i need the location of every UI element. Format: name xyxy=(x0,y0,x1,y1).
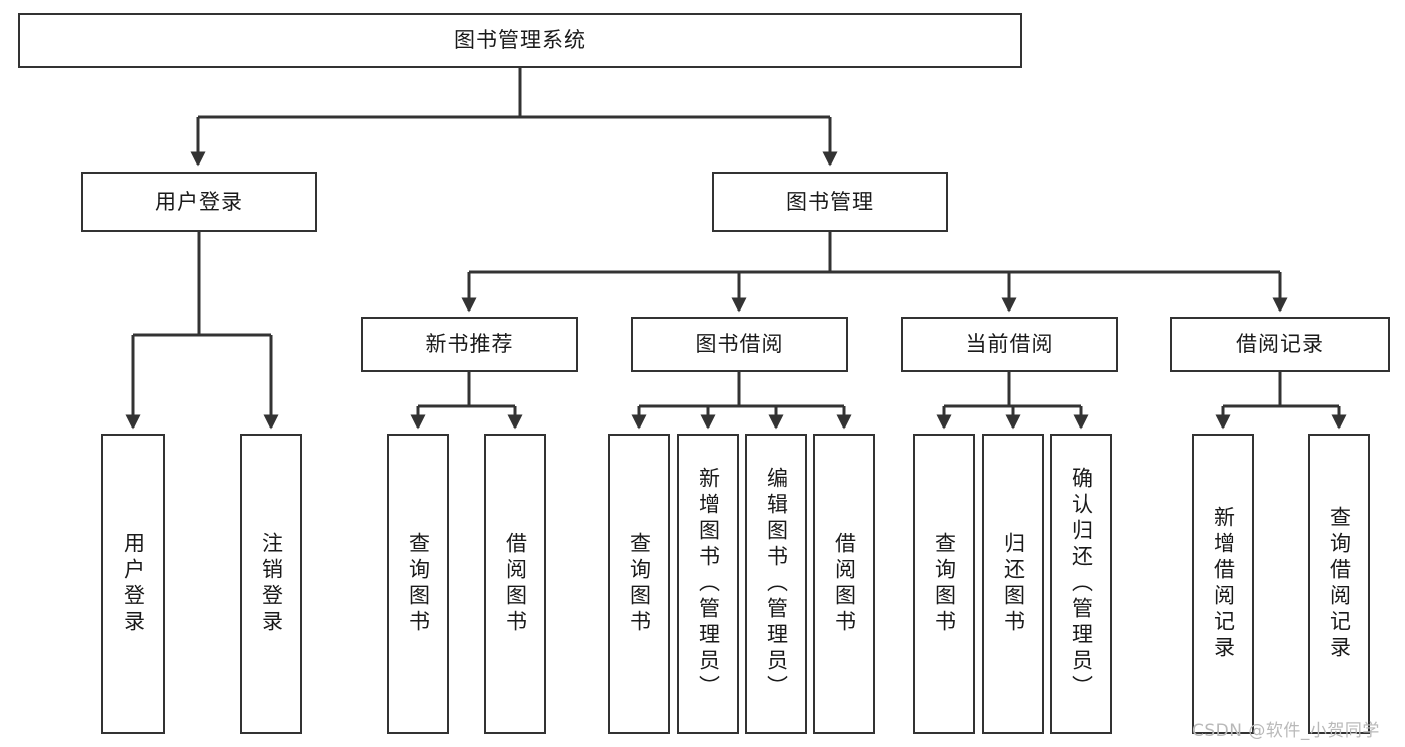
node-leaf-5[interactable]: 新增图书（管理员） xyxy=(677,434,739,734)
node-leaf-9-label: 归还图书 xyxy=(1001,532,1026,636)
edge-group-records xyxy=(1215,372,1347,430)
node-leaf-11[interactable]: 新增借阅记录 xyxy=(1192,434,1254,734)
node-level3-2-label: 当前借阅 xyxy=(965,332,1054,356)
node-leaf-6-label: 编辑图书（管理员） xyxy=(764,467,789,701)
node-leaf-1-label: 注销登录 xyxy=(259,532,284,636)
node-leaf-4[interactable]: 查询图书 xyxy=(608,434,670,734)
node-leaf-10[interactable]: 确认归还（管理员） xyxy=(1050,434,1112,734)
node-level2-1[interactable]: 图书管理 xyxy=(712,172,948,232)
node-leaf-3-label: 借阅图书 xyxy=(503,532,528,636)
node-leaf-1[interactable]: 注销登录 xyxy=(240,434,302,734)
csdn-watermark: CSDN @软件_小贺同学 xyxy=(1192,721,1380,741)
edge-group-user-login xyxy=(125,232,279,430)
node-leaf-2-label: 查询图书 xyxy=(406,532,431,636)
node-level3-3-label: 借阅记录 xyxy=(1236,332,1324,356)
node-level3-1[interactable]: 图书借阅 xyxy=(631,317,848,372)
node-leaf-11-label: 新增借阅记录 xyxy=(1211,506,1236,662)
node-level3-3[interactable]: 借阅记录 xyxy=(1170,317,1390,372)
node-leaf-0[interactable]: 用户登录 xyxy=(101,434,165,734)
node-level3-2[interactable]: 当前借阅 xyxy=(901,317,1118,372)
node-leaf-8[interactable]: 查询图书 xyxy=(913,434,975,734)
node-leaf-2[interactable]: 查询图书 xyxy=(387,434,449,734)
node-level3-0-label: 新书推荐 xyxy=(425,332,514,356)
node-leaf-5-label: 新增图书（管理员） xyxy=(696,467,721,701)
node-root-system[interactable]: 图书管理系统 xyxy=(18,13,1022,68)
edge-group-borrow xyxy=(631,372,852,430)
node-root-system-label: 图书管理系统 xyxy=(454,28,586,52)
node-leaf-8-label: 查询图书 xyxy=(932,532,957,636)
node-leaf-12[interactable]: 查询借阅记录 xyxy=(1308,434,1370,734)
node-level2-1-label: 图书管理 xyxy=(786,189,874,214)
node-level3-1-label: 图书借阅 xyxy=(695,332,784,356)
node-leaf-6[interactable]: 编辑图书（管理员） xyxy=(745,434,807,734)
node-leaf-7[interactable]: 借阅图书 xyxy=(813,434,875,734)
node-leaf-10-label: 确认归还（管理员） xyxy=(1069,467,1094,701)
node-leaf-7-label: 借阅图书 xyxy=(832,532,857,636)
node-leaf-9[interactable]: 归还图书 xyxy=(982,434,1044,734)
node-leaf-0-label: 用户登录 xyxy=(121,532,146,636)
node-level2-0-label: 用户登录 xyxy=(155,189,243,214)
node-leaf-4-label: 查询图书 xyxy=(627,532,652,636)
edge-group-book-manage xyxy=(461,232,1288,313)
edge-group-current-borrow xyxy=(936,372,1089,430)
node-level3-0[interactable]: 新书推荐 xyxy=(361,317,578,372)
node-level2-0[interactable]: 用户登录 xyxy=(81,172,317,232)
node-leaf-12-label: 查询借阅记录 xyxy=(1327,506,1352,662)
node-leaf-3[interactable]: 借阅图书 xyxy=(484,434,546,734)
edge-group-new-books xyxy=(410,372,523,430)
edge-group-root xyxy=(190,68,838,167)
